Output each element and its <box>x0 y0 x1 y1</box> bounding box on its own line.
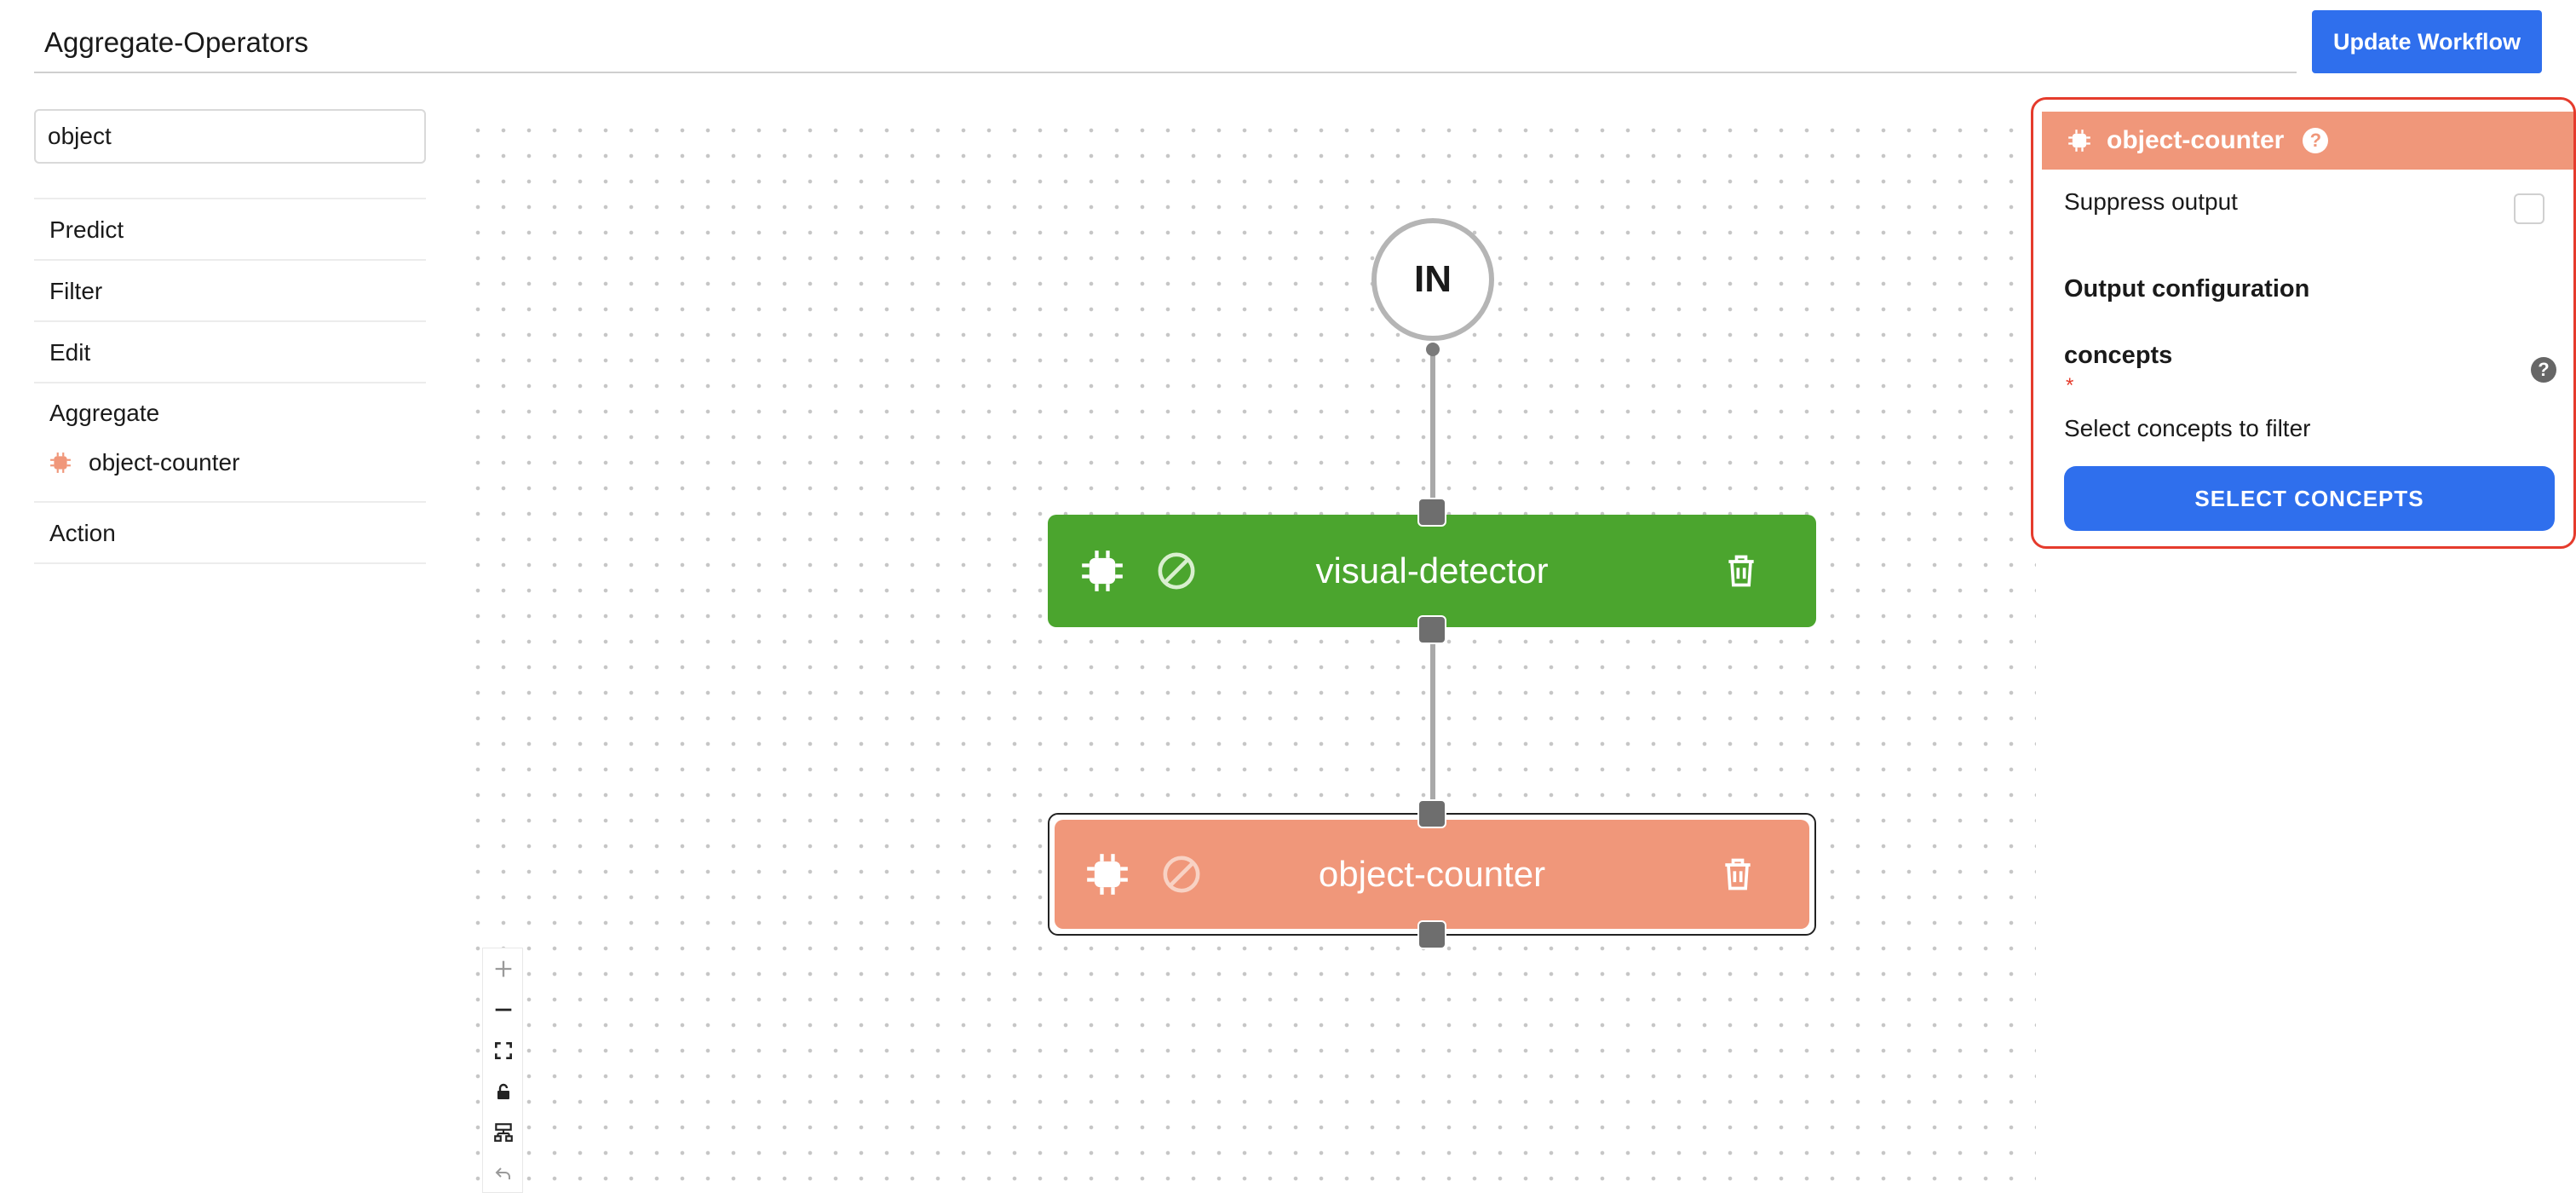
operator-category-list: Predict Filter Edit Aggregate object-cou… <box>34 198 426 564</box>
disable-icon[interactable] <box>1157 551 1196 591</box>
select-concepts-button[interactable]: SELECT CONCEPTS <box>2064 466 2555 531</box>
select-concepts-hint: Select concepts to filter <box>2064 415 2311 441</box>
operator-node-label: object-counter <box>1318 854 1546 894</box>
visual-detector-output-handle[interactable] <box>1417 615 1446 644</box>
object-counter-output-handle[interactable] <box>1417 920 1446 949</box>
trash-icon[interactable] <box>1722 552 1760 590</box>
sidebar-operator-object-counter[interactable]: object-counter <box>34 443 426 482</box>
sidebar-item-filter[interactable]: Filter <box>34 261 426 322</box>
operator-node-label: visual-detector <box>1315 550 1549 591</box>
undo-icon[interactable] <box>483 1153 524 1193</box>
sidebar-item-action[interactable]: Action <box>34 503 426 564</box>
sidebar-item-edit[interactable]: Edit <box>34 322 426 383</box>
disable-icon[interactable] <box>1162 855 1201 894</box>
edge-visual-detector-to-object-counter <box>1430 631 1435 815</box>
concepts-help-icon[interactable]: ? <box>2531 357 2556 383</box>
update-workflow-button[interactable]: Update Workflow <box>2312 10 2542 73</box>
operator-search-input[interactable] <box>34 109 426 164</box>
input-node[interactable]: IN <box>1371 218 1494 341</box>
input-node-output-handle[interactable] <box>1426 343 1440 356</box>
fit-view-icon[interactable] <box>483 1030 524 1071</box>
trash-icon[interactable] <box>1719 856 1757 893</box>
panel-header: object-counter ? <box>2042 112 2573 170</box>
zoom-in-icon[interactable] <box>483 948 524 989</box>
lock-icon[interactable] <box>483 1071 524 1112</box>
sidebar-group-aggregate: Aggregate object-counter <box>34 383 426 503</box>
visual-detector-input-handle[interactable] <box>1417 498 1446 527</box>
sidebar-item-aggregate[interactable]: Aggregate <box>49 400 160 426</box>
operator-node-object-counter[interactable]: object-counter <box>1055 820 1809 929</box>
sidebar-operator-label: object-counter <box>89 449 240 475</box>
chip-icon <box>1082 550 1123 591</box>
help-icon[interactable]: ? <box>2303 128 2329 153</box>
operator-config-panel: object-counter ? Suppress output Output … <box>2031 97 2576 549</box>
object-counter-input-handle[interactable] <box>1417 799 1446 828</box>
layout-icon[interactable] <box>483 1112 524 1153</box>
output-config-heading: Output configuration <box>2064 275 2310 303</box>
chip-icon <box>50 452 71 473</box>
concepts-label: concepts <box>2064 342 2173 369</box>
operator-node-visual-detector[interactable]: visual-detector <box>1048 515 1816 627</box>
suppress-output-checkbox[interactable] <box>2514 193 2544 224</box>
workflow-name-input[interactable]: Aggregate-Operators <box>34 12 2297 73</box>
header: Aggregate-Operators Update Workflow <box>0 0 2576 85</box>
edge-in-to-visual-detector <box>1430 351 1435 513</box>
suppress-output-label: Suppress output <box>2064 188 2238 215</box>
zoom-out-icon[interactable] <box>483 989 524 1030</box>
panel-title: object-counter <box>2107 126 2285 154</box>
canvas-controls <box>482 948 523 1193</box>
required-marker: * <box>2066 374 2074 397</box>
chip-icon <box>2068 130 2090 152</box>
chip-icon <box>1087 854 1128 895</box>
workflow-canvas[interactable] <box>460 111 2036 1193</box>
sidebar-item-predict[interactable]: Predict <box>34 199 426 261</box>
operator-sidebar: Predict Filter Edit Aggregate object-cou… <box>34 109 426 564</box>
